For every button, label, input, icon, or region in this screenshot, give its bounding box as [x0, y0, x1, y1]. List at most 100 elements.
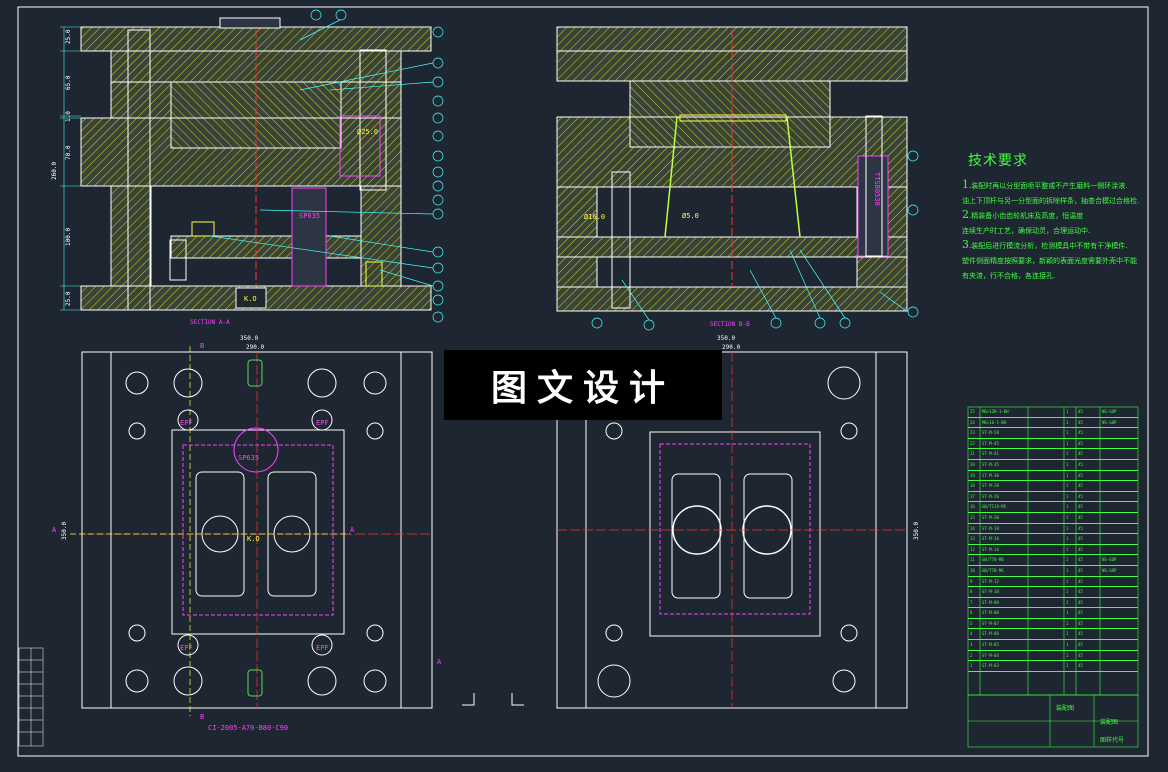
bom-cell	[1030, 513, 1064, 523]
bom-cell: ST-M-35	[982, 461, 999, 467]
bom-cell	[1030, 492, 1064, 502]
bom-cell	[1102, 428, 1138, 438]
bom-cell: 1	[970, 663, 973, 669]
bom-cell: 10	[970, 567, 975, 573]
bom-cell: 6	[970, 610, 973, 616]
section-b-view: SECTION B-B Ø16.0 Ø5.0 TTSB0530	[556, 26, 919, 331]
bom-cell: ST-M-14	[982, 546, 999, 552]
watermark: 图文设计	[444, 350, 722, 420]
bom-cell: NS-GOP	[1102, 419, 1117, 425]
bom-cell: ST-M-28	[982, 483, 999, 489]
bom-cell: 45	[1078, 642, 1083, 648]
bom-cell: NS-GOP	[1102, 557, 1117, 563]
bom-cell: 13	[970, 536, 975, 542]
bom-cell: 1	[1066, 578, 1069, 584]
bom-cell	[1102, 449, 1138, 459]
title-code: 图样代号	[1100, 737, 1125, 744]
bom-cell: 2	[970, 652, 973, 658]
left-plan-width-outer: 350.0	[240, 335, 258, 342]
bom-cell: 45	[1078, 461, 1083, 467]
bom-cell: GB/T70-M8	[982, 557, 1004, 563]
bom-cell: 1	[1066, 525, 1069, 531]
bom-cell: ST-M-12	[982, 578, 999, 584]
bom-cell: 1	[1066, 642, 1069, 648]
right-plan-width-outer: 350.0	[717, 335, 735, 342]
bom-cell	[1102, 651, 1138, 661]
bom-cell: 1	[1066, 546, 1069, 552]
bom-cell	[1030, 439, 1064, 449]
bom-cell: 45	[1078, 663, 1083, 669]
bom-cell	[1030, 566, 1064, 576]
bom-cell: 45	[1078, 620, 1083, 626]
dim-70: 70.0	[65, 145, 72, 160]
bom-cell	[1030, 481, 1064, 491]
bom-cell: 8	[970, 589, 973, 595]
plan-ko-label: K.O	[247, 535, 260, 543]
epf-label-3: EPF	[180, 644, 193, 652]
bom-cell: 1	[1066, 451, 1069, 457]
bom-cell	[1030, 619, 1064, 629]
bom-cell	[1102, 492, 1138, 502]
left-plan-height: 350.0	[61, 522, 68, 540]
left-plan-width-inner: 290.0	[246, 344, 264, 351]
bom-cell: 21	[970, 451, 975, 457]
bom-cell: 1	[1066, 514, 1069, 520]
bom-cell	[1102, 534, 1138, 544]
tech-line: 1.装配时再以分型面喷平整或不产生磨料一侧环涂液.	[962, 178, 1128, 191]
bom-cell	[1030, 555, 1064, 565]
bom-cell: ST-M-03	[982, 663, 999, 669]
bom-cell: 45	[1078, 483, 1083, 489]
dim-260: 260.0	[51, 162, 58, 180]
right-plan-width-inner: 290.0	[722, 344, 740, 351]
bom-cell	[1102, 545, 1138, 555]
bom-cell: 45	[1078, 504, 1083, 510]
bom-cell: 45	[1078, 493, 1083, 499]
bom-cell: ST-M-07	[982, 620, 999, 626]
bom-cell	[1030, 471, 1064, 481]
section-b-label: SECTION B-B	[710, 321, 750, 328]
bom-cell	[1030, 587, 1064, 597]
bom-cell: ST-M-58	[982, 430, 999, 436]
tech-line: 塑件侧面精度按照要求，新颖的表面光度需要外壳中不能	[962, 257, 1137, 265]
plan-b-top: B	[200, 342, 204, 350]
bom-cell: ST-M-45	[982, 440, 999, 446]
tech-title: 技术要求	[968, 153, 1028, 169]
bom-cell	[1030, 629, 1064, 639]
epf-label-1: EPF	[180, 419, 193, 427]
bom-cell: ST-M-05	[982, 642, 999, 648]
bom-cell: 1	[1066, 610, 1069, 616]
tech-line: 3.装配后进行模流分析，检测模具中不带有干净模件.	[962, 238, 1128, 251]
bom-cell: 45	[1078, 536, 1083, 542]
bom-cell: 1	[1066, 589, 1069, 595]
bom-cell: 14	[970, 525, 975, 531]
bom-cell	[1030, 661, 1064, 671]
bom-cell: M6×12H-1-8H	[982, 409, 1009, 414]
bom-cell	[1030, 502, 1064, 512]
bom-cell: 1	[1066, 409, 1069, 414]
plan-b-bottom: B	[200, 713, 204, 721]
revision-block	[18, 647, 44, 747]
bom-cell	[1102, 598, 1138, 608]
title-block: 装配图 装配图 图样代号	[968, 695, 1138, 747]
bom-cell: 18	[970, 483, 975, 489]
bom-cell	[1102, 619, 1138, 629]
bom-cell: 45	[1078, 514, 1083, 520]
bom-cell	[1102, 629, 1138, 639]
bom-cell: 1	[1066, 620, 1069, 626]
bom-cell: NS-GOP	[1102, 409, 1117, 414]
gate-dim-label: Ø5.0	[682, 212, 699, 220]
plan-a-mid: A	[350, 526, 355, 534]
bom-cell: 45	[1078, 451, 1083, 457]
left-dim-texts: 25.0 65.0 1.0 70.0 260.0 100.0 25.0	[51, 29, 72, 306]
bom-cell: ST-M-06	[982, 631, 999, 637]
